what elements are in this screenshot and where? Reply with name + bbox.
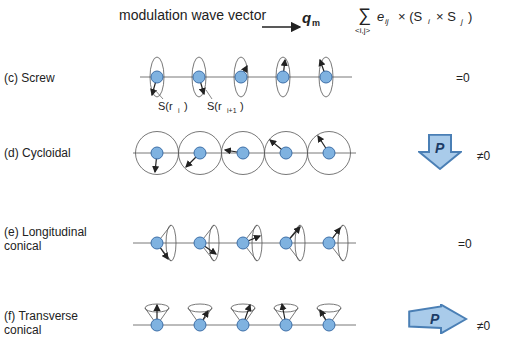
subscript-text: <i,j>: [355, 27, 370, 35]
symbol-text: q: [302, 10, 311, 25]
heading-text: modulation wave vector: [119, 8, 266, 22]
row-label: (f) Transverse: [4, 310, 78, 322]
row-label: (c) Screw: [4, 72, 55, 84]
row-label: (e) Longitudinal: [4, 226, 87, 238]
result-text: =0: [456, 72, 470, 84]
polarization-arrow: P: [418, 134, 462, 170]
subscript-text: m: [312, 19, 320, 28]
subscript-text: ij: [385, 18, 389, 26]
polarization-label: P: [430, 312, 439, 326]
formula-text: e: [377, 10, 384, 23]
row-label: (d) Cycloidal: [4, 147, 71, 159]
formula-text: × S: [436, 10, 456, 23]
subscript-text: i+1: [227, 107, 237, 114]
subscript-text: i: [178, 107, 180, 114]
result-text: ≠0: [477, 150, 490, 162]
formula-text: ): [468, 10, 472, 23]
formula-text: × (S: [398, 10, 422, 23]
row-label: conical: [4, 240, 41, 252]
subscript-text: i: [428, 18, 430, 26]
spin-label: ): [240, 101, 244, 112]
spin-label: ): [184, 101, 188, 112]
spin-label: S(r: [158, 101, 173, 112]
result-text: ≠0: [477, 320, 490, 332]
subscript-text: j: [461, 18, 463, 26]
sum-symbol: ∑: [358, 6, 371, 24]
polarization-label: P: [435, 141, 444, 155]
spin-label: S(r: [207, 101, 222, 112]
row-label: conical: [4, 324, 41, 336]
result-text: =0: [458, 238, 472, 250]
polarization-arrow: P: [408, 304, 468, 334]
